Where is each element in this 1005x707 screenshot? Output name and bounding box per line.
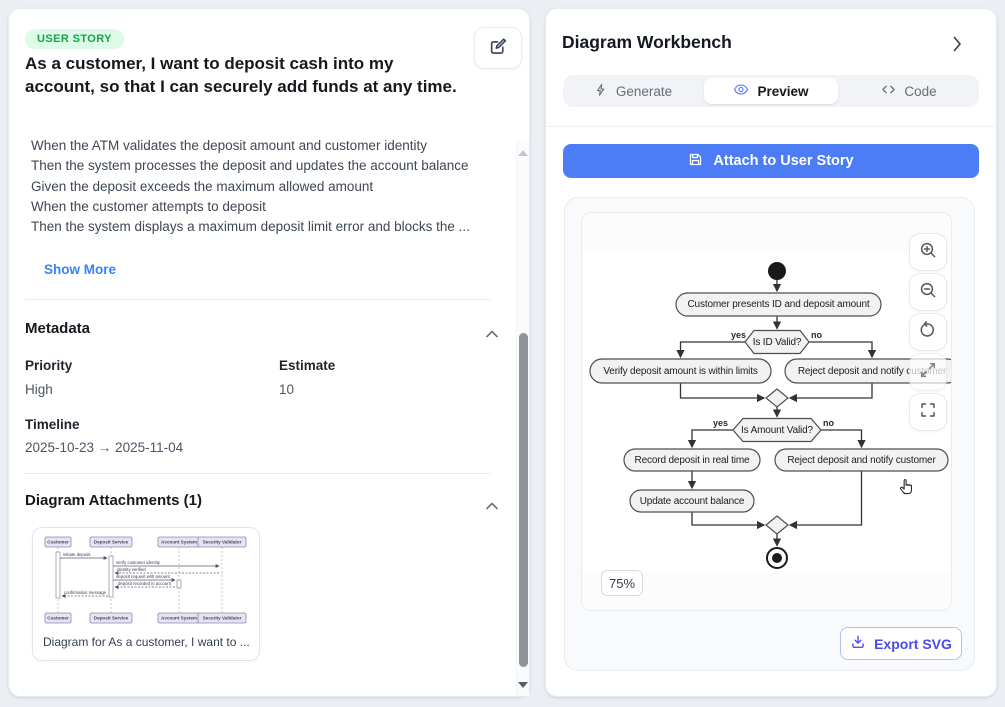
divider <box>25 299 491 300</box>
attachments-heading: Diagram Attachments (1) <box>25 492 202 509</box>
attach-to-user-story-button[interactable]: Attach to User Story <box>563 144 979 178</box>
flow-node-label: Reject deposit and notify customer <box>797 365 947 377</box>
tab-label: Preview <box>757 83 809 99</box>
participant-bottom: Customer <box>47 616 69 621</box>
diagram-preview-card: Customer presents ID and deposit amount … <box>564 197 975 671</box>
export-svg-button[interactable]: Export SVG <box>840 627 962 660</box>
zoom-out-icon <box>919 281 937 304</box>
estimate-label: Estimate <box>279 358 336 373</box>
end-node <box>766 547 788 569</box>
eye-icon <box>733 83 749 99</box>
edge-label-yes: yes <box>730 330 746 340</box>
workbench-tabbar: Generate Preview Code <box>563 75 979 107</box>
tab-label: Generate <box>615 83 673 99</box>
timeline-value: 2025-10-23 → 2025-11-04 <box>25 440 184 455</box>
zoom-in-button[interactable] <box>909 233 947 271</box>
estimate-value: 10 <box>279 382 295 397</box>
divider <box>25 473 491 474</box>
maximize-arrows-icon <box>919 361 937 384</box>
message-label: verify customer identity <box>116 560 161 565</box>
flow-node-label: Reject deposit and notify customer <box>787 454 936 466</box>
attachments-collapse-chevron-icon[interactable] <box>486 497 498 515</box>
participant-top: Security Validator <box>203 540 242 545</box>
zoom-level-badge: 75% <box>601 570 643 596</box>
metadata-heading: Metadata <box>25 320 91 337</box>
diagram-workbench-panel: Diagram Workbench Generate Preview <box>545 8 997 697</box>
collapse-panel-chevron-icon[interactable] <box>953 36 962 57</box>
priority-value: High <box>25 382 53 397</box>
fullscreen-icon <box>919 401 937 424</box>
maximize-button[interactable] <box>909 353 947 391</box>
message-label: deposit recorded in account <box>118 581 172 586</box>
participant-top: Account System <box>161 540 197 545</box>
save-floppy-icon <box>688 152 703 171</box>
attachment-caption: Diagram for As a customer, I want to ... <box>43 635 250 649</box>
reset-view-button[interactable] <box>909 313 947 351</box>
tab-label: Code <box>904 83 937 99</box>
sequence-diagram-thumbnail: Customer Deposit Service Account System … <box>44 536 247 624</box>
story-title: As a customer, I want to deposit cash in… <box>25 54 457 96</box>
participant-top: Customer <box>47 540 69 545</box>
scrollbar-thumb[interactable] <box>518 333 528 667</box>
metadata-collapse-chevron-icon[interactable] <box>486 325 498 343</box>
fullscreen-button[interactable] <box>909 393 947 431</box>
edge-label-no: no <box>811 330 822 340</box>
participant-bottom: Account System <box>161 616 197 621</box>
description-line: Then the system displays a maximum depos… <box>31 219 470 235</box>
description-line: Given the deposit exceeds the maximum al… <box>31 178 374 194</box>
attach-button-label: Attach to User Story <box>713 153 854 169</box>
flow-decision-label: Is ID Valid? <box>752 336 802 348</box>
message-label: confirmation message <box>64 590 107 595</box>
scroll-down-arrow-icon[interactable] <box>518 682 528 688</box>
description-line: When the ATM validates the deposit amoun… <box>31 138 427 153</box>
zoom-in-icon <box>919 241 937 264</box>
scrollbar[interactable] <box>516 141 529 696</box>
flow-node-label: Update account balance <box>639 495 745 507</box>
message-label: identity verified <box>117 567 146 572</box>
scroll-up-arrow-icon[interactable] <box>518 150 528 156</box>
flow-decision-label: Is Amount Valid? <box>741 425 813 436</box>
timeline-label: Timeline <box>25 417 80 432</box>
divider <box>546 126 996 127</box>
lightning-icon <box>594 83 608 100</box>
diagram-viewport[interactable]: Customer presents ID and deposit amount … <box>581 212 952 611</box>
zoom-out-button[interactable] <box>909 273 947 311</box>
export-button-label: Export SVG <box>874 635 952 652</box>
priority-label: Priority <box>25 358 73 373</box>
participant-top: Deposit Service <box>94 540 129 545</box>
edge-label-no: no <box>823 418 834 428</box>
story-description: When the ATM validates the deposit amoun… <box>31 136 497 237</box>
workbench-title: Diagram Workbench <box>562 32 732 52</box>
show-more-link[interactable]: Show More <box>44 262 117 277</box>
end-node-core <box>772 553 782 563</box>
download-icon <box>850 634 866 653</box>
tab-generate[interactable]: Generate <box>566 78 700 104</box>
start-node <box>768 262 786 280</box>
description-line: When the customer attempts to deposit <box>31 198 266 214</box>
participant-bottom: Security Validator <box>203 616 242 621</box>
flow-node-label: Record deposit in real time <box>634 454 750 466</box>
message-label: deposit request with amount <box>116 574 171 579</box>
flow-node-label: Customer presents ID and deposit amount <box>687 299 870 310</box>
edge-label-yes: yes <box>712 418 728 428</box>
code-icon <box>881 83 896 99</box>
tab-code[interactable]: Code <box>842 78 976 104</box>
edit-story-button[interactable] <box>474 27 522 69</box>
description-line: Then the system processes the deposit an… <box>31 158 469 174</box>
user-story-card: USER STORY As a customer, I want to depo… <box>8 8 530 697</box>
participant-bottom: Deposit Service <box>94 616 129 621</box>
tab-preview[interactable]: Preview <box>704 78 838 104</box>
user-story-badge: USER STORY <box>25 29 124 49</box>
activity-diagram <box>589 262 951 569</box>
edit-pencil-icon <box>489 37 507 60</box>
flow-node-label: Verify deposit amount is within limits <box>603 365 758 377</box>
diagram-attachment-card[interactable]: Customer Deposit Service Account System … <box>32 527 260 661</box>
reset-rotate-icon <box>919 320 937 344</box>
hand-cursor-icon <box>894 475 916 502</box>
message-label: initiate deposit <box>63 552 91 557</box>
